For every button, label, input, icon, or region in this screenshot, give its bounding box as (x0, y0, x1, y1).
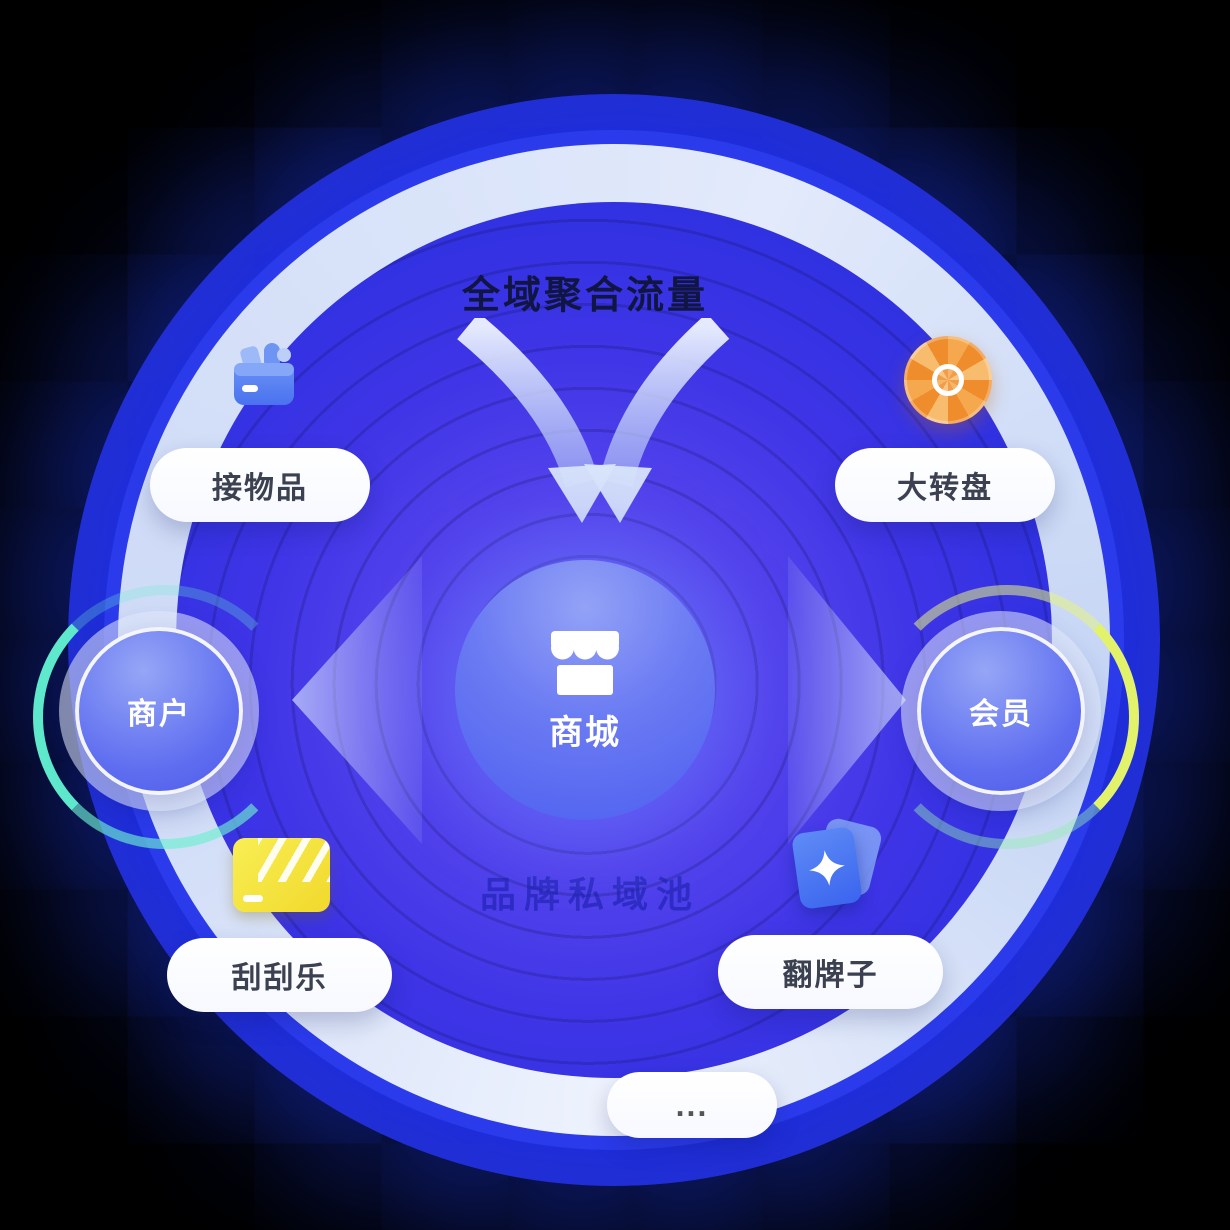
tag-prize-wheel: 大转盘 (835, 448, 1055, 522)
tag-receive-items-label: 接物品 (212, 472, 308, 505)
storefront-icon (551, 630, 619, 695)
tag-flip-card-label: 翻牌子 (782, 959, 879, 992)
lime-accent-arc (875, 585, 1139, 849)
funnel-arrows (457, 318, 730, 523)
member-node: 会员 (917, 627, 1085, 795)
tag-scratch-card-label: 刮刮乐 (231, 962, 328, 995)
flip-card-front (791, 826, 863, 910)
tag-scratch-card: 刮刮乐 (167, 938, 392, 1012)
sparkle-star-icon (809, 850, 845, 886)
tag-flip-card: 翻牌子 (718, 935, 943, 1009)
watermark-text: 品牌私域池 (479, 874, 700, 915)
member-node-label: 会员 (969, 698, 1033, 731)
scratch-card-icon (233, 838, 330, 912)
funnel-arrow-left (457, 318, 599, 488)
flip-card-icon (790, 816, 885, 915)
prize-wheel-icon (904, 336, 992, 424)
tag-more: ... (607, 1072, 777, 1138)
center-node-mall: 商城 (455, 560, 715, 820)
gift-box-icon (234, 343, 294, 405)
tag-more-label: ... (675, 1086, 709, 1123)
funnel-arrowhead-right (584, 464, 652, 523)
funnel-arrow-right (599, 318, 730, 488)
diagram-title: 全域聚合流量 (461, 275, 708, 317)
tag-prize-wheel-label: 大转盘 (897, 472, 993, 505)
teal-accent-arc (33, 585, 297, 849)
center-node-label: 商城 (549, 713, 621, 752)
merchant-node: 商户 (75, 627, 243, 795)
merchant-node-label: 商户 (127, 698, 191, 731)
tag-receive-items: 接物品 (150, 448, 370, 522)
